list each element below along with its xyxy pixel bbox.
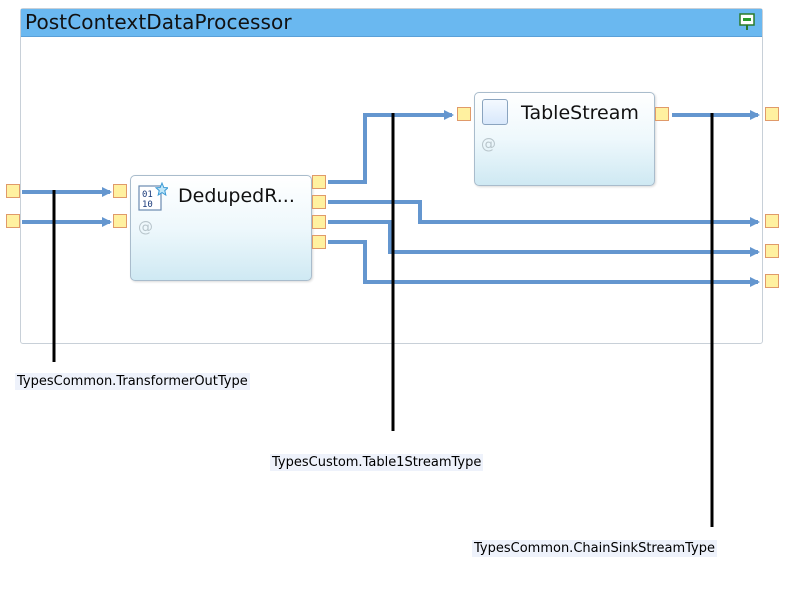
wire-output-4 <box>328 240 760 287</box>
composite-output-port-4[interactable] <box>765 274 779 288</box>
type-label-chainsink-stream: TypesCommon.ChainSinkStreamType <box>472 540 717 557</box>
composite-output-port-3[interactable] <box>765 244 779 258</box>
type-label-transformer-out: TypesCommon.TransformerOutType <box>15 373 250 390</box>
deduped-output-port-3[interactable] <box>312 215 326 229</box>
tablestream-output-port[interactable] <box>655 107 669 121</box>
operator-deduped-label: DedupedR... <box>178 185 295 207</box>
deduped-input-port-2[interactable] <box>113 214 127 228</box>
tablestream-input-port[interactable] <box>457 107 471 121</box>
table-icon <box>482 99 508 125</box>
collapse-icon[interactable] <box>739 13 755 31</box>
wire-output-3 <box>328 220 760 257</box>
operator-deduped-annotation: @ <box>138 218 153 236</box>
wire-deduped-to-tablestream <box>328 110 454 184</box>
deduped-output-port-4[interactable] <box>312 235 326 249</box>
svg-text:01: 01 <box>142 190 153 200</box>
composite-header: PostContextDataProcessor <box>21 9 762 37</box>
deduped-output-port-1[interactable] <box>312 175 326 189</box>
composite-output-port-1[interactable] <box>765 107 779 121</box>
type-label-table1-stream: TypesCustom.Table1StreamType <box>270 454 484 471</box>
wire-output-2 <box>328 200 760 227</box>
operator-tablestream-annotation: @ <box>481 135 496 153</box>
operator-deduped[interactable]: 01 10 DedupedR... @ <box>130 175 312 281</box>
binary-data-icon: 01 10 <box>138 182 168 211</box>
operator-tablestream[interactable]: TableStream @ <box>474 92 655 186</box>
composite-input-port-2[interactable] <box>6 214 20 228</box>
composite-input-port-1[interactable] <box>6 184 20 198</box>
composite-output-port-2[interactable] <box>765 214 779 228</box>
composite-title: PostContextDataProcessor <box>25 10 292 34</box>
deduped-input-port-1[interactable] <box>113 184 127 198</box>
deduped-output-port-2[interactable] <box>312 195 326 209</box>
svg-text:10: 10 <box>142 200 153 210</box>
operator-tablestream-label: TableStream <box>521 102 639 124</box>
